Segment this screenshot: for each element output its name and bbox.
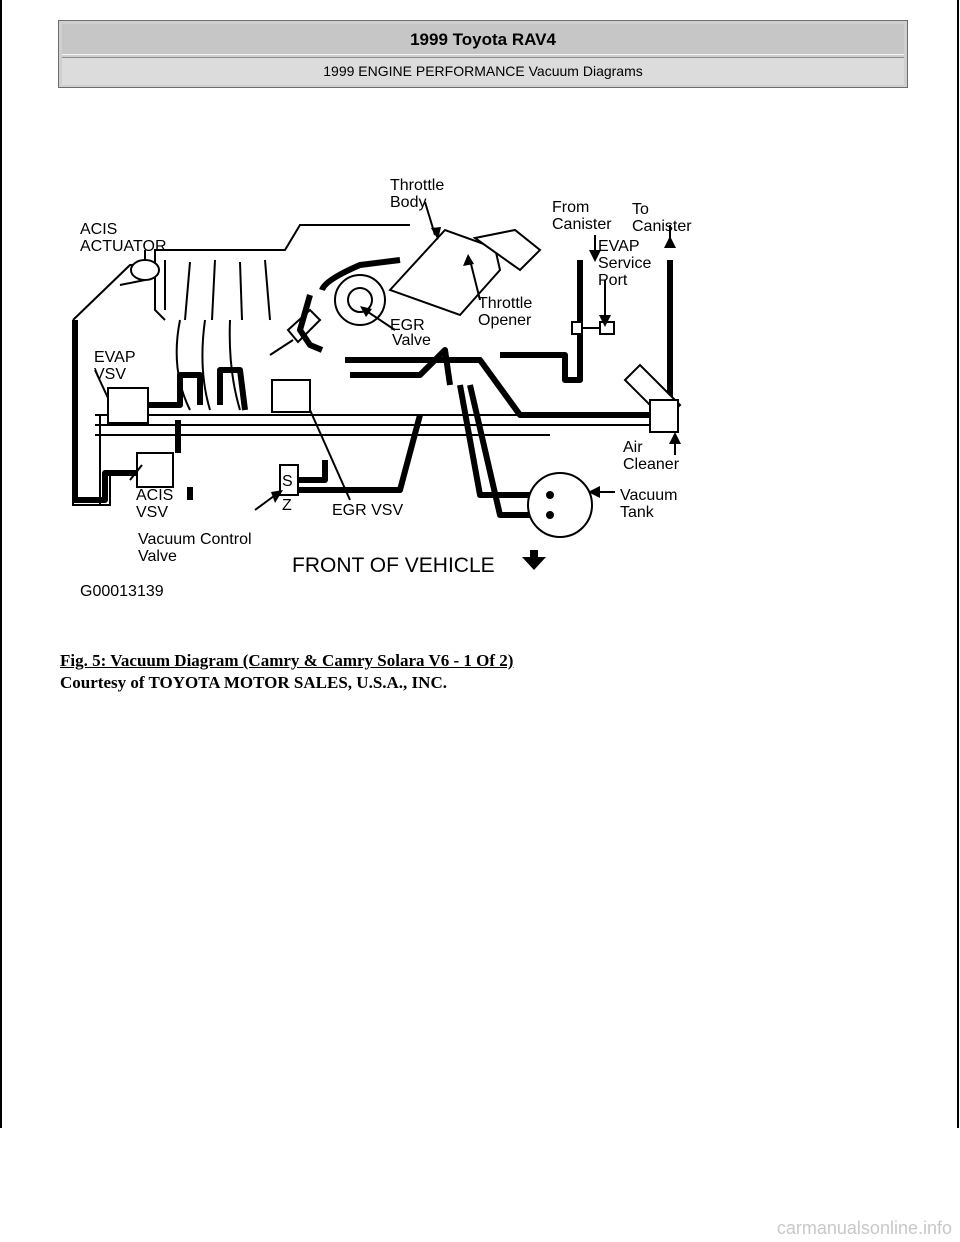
- label-figure-id: G00013139: [80, 583, 164, 600]
- label-vacuum-tank-1: Vacuum: [620, 487, 678, 504]
- acis-vsv-block: [136, 452, 174, 488]
- label-acis-vsv-1: ACIS: [136, 487, 173, 504]
- label-egr-vsv: EGR VSV: [332, 502, 403, 519]
- page-frame-left: [0, 0, 2, 1128]
- vacuum-diagram-figure: Throttle Body From Canister To Canister …: [60, 170, 700, 610]
- vacuum-hoses: [72, 257, 673, 518]
- label-egr-valve-1: EGR: [390, 317, 425, 334]
- figure-caption: Fig. 5: Vacuum Diagram (Camry & Camry So…: [60, 651, 514, 670]
- evap-service-port: [571, 321, 615, 335]
- header-subtitle: 1999 ENGINE PERFORMANCE Vacuum Diagrams: [323, 63, 643, 79]
- air-cleaner: [623, 363, 682, 433]
- label-acis-vsv-2: VSV: [136, 504, 168, 521]
- leader-lines: [94, 201, 676, 511]
- header-subtitle-band: 1999 ENGINE PERFORMANCE Vacuum Diagrams: [62, 57, 904, 85]
- label-to-canister-2: Canister: [632, 218, 692, 235]
- label-from-canister-1: From: [552, 199, 589, 216]
- vsv-blocks: [107, 379, 311, 496]
- evap-vsv-block: [107, 387, 149, 424]
- page-frame-right: [957, 0, 959, 1128]
- label-egr-valve-2: Valve: [392, 332, 431, 349]
- egr-vsv-block: [271, 379, 311, 413]
- label-throttle-opener-2: Opener: [478, 312, 532, 329]
- watermark-text: carmanualsonline.info: [776, 1218, 952, 1238]
- label-acis-actuator-2: ACTUATOR: [80, 238, 167, 255]
- label-acis-actuator-1: ACIS: [80, 221, 117, 238]
- label-from-canister-2: Canister: [552, 216, 612, 233]
- label-vacuum-control-valve-1: Vacuum Control: [138, 531, 252, 548]
- label-evap-vsv-2: VSV: [94, 366, 126, 383]
- down-arrow-icon: [522, 550, 546, 570]
- label-evap-service-port-1: EVAP: [598, 238, 640, 255]
- figure-courtesy: Courtesy of TOYOTA MOTOR SALES, U.S.A., …: [60, 673, 447, 692]
- label-vacuum-control-valve-2: Valve: [138, 548, 177, 565]
- leader-arrowheads: [271, 227, 681, 503]
- label-throttle-body-2: Body: [390, 194, 426, 211]
- header-title: 1999 Toyota RAV4: [410, 30, 556, 49]
- vacuum-diagram-svg: Throttle Body From Canister To Canister …: [72, 177, 692, 600]
- header-title-band: 1999 Toyota RAV4: [62, 24, 904, 55]
- label-z-marker: Z: [282, 497, 292, 514]
- label-throttle-opener-1: Throttle: [478, 295, 532, 312]
- label-air-cleaner-1: Air: [623, 439, 643, 456]
- label-s-marker: S: [282, 473, 293, 490]
- throttle-body: [334, 228, 542, 326]
- label-evap-service-port-3: Port: [598, 272, 628, 289]
- label-throttle-body-1: Throttle: [390, 177, 444, 194]
- label-evap-service-port-2: Service: [598, 255, 651, 272]
- label-evap-vsv-1: EVAP: [94, 349, 136, 366]
- label-air-cleaner-2: Cleaner: [623, 456, 680, 473]
- vacuum-tank: [527, 472, 593, 538]
- label-vacuum-tank-2: Tank: [620, 504, 655, 521]
- label-front-of-vehicle: FRONT OF VEHICLE: [292, 554, 495, 577]
- label-to-canister-1: To: [632, 201, 649, 218]
- page-header: 1999 Toyota RAV4 1999 ENGINE PERFORMANCE…: [58, 20, 908, 88]
